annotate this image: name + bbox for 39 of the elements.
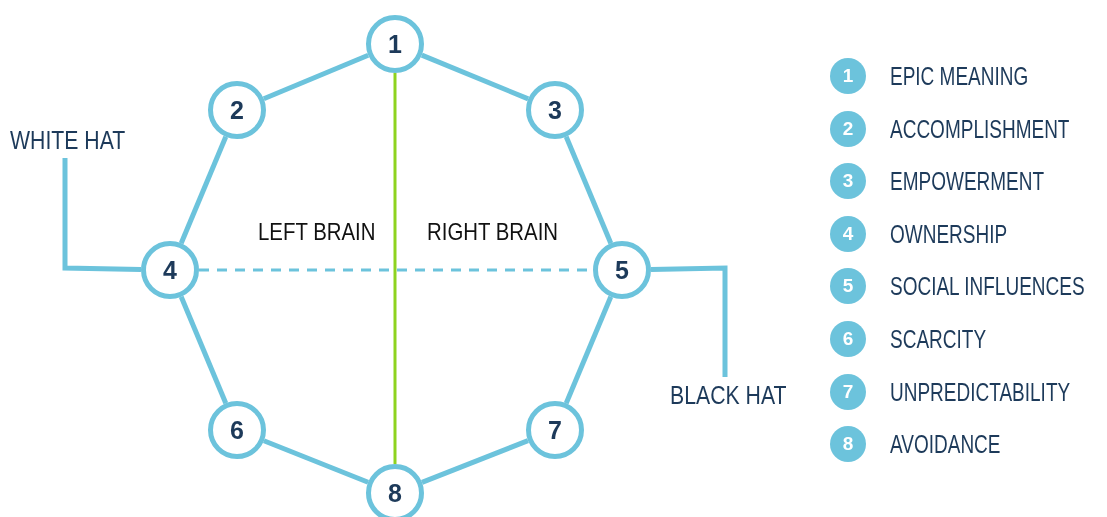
region-label: RIGHT BRAIN	[427, 217, 559, 247]
connector-line	[421, 438, 529, 485]
connector-line	[262, 52, 370, 102]
connector-line	[563, 135, 614, 245]
number-circle: 1	[366, 15, 424, 73]
number-circle: 8	[366, 464, 424, 517]
category-label: ACCOMPLISHMENT	[890, 113, 1070, 144]
hat-label: WHITE HAT	[10, 122, 126, 158]
category-label: EPIC MEANING	[890, 61, 1029, 91]
connector-line	[178, 135, 229, 245]
connector-line	[420, 52, 530, 102]
connector-line	[563, 295, 614, 405]
connector-line	[178, 295, 229, 405]
number-badge: 8	[830, 426, 866, 463]
number-circle: 4	[141, 241, 199, 299]
number-circle: 3	[526, 81, 584, 139]
category-label: EMPOWERMENT	[890, 166, 1045, 197]
number-circle: 5	[593, 241, 651, 299]
region-label: LEFT BRAIN	[258, 217, 376, 247]
number-badge: 3	[830, 163, 866, 200]
connector-line	[650, 265, 728, 377]
number-badge: 6	[830, 321, 866, 357]
category-label: OWNERSHIP	[890, 218, 1008, 249]
number-badge: 5	[830, 268, 866, 305]
number-badge: 2	[830, 110, 866, 147]
category-label: SCARCITY	[890, 324, 987, 354]
number-circle: 6	[208, 401, 266, 459]
connector-line	[262, 438, 370, 485]
number-circle: 7	[526, 401, 584, 459]
number-circle: 2	[208, 81, 266, 139]
number-badge: 4	[830, 215, 866, 252]
number-badge: 1	[830, 58, 866, 94]
category-label: AVOIDANCE	[890, 429, 1001, 460]
connector-line	[393, 73, 397, 464]
hat-label: BLACK HAT	[670, 377, 787, 413]
category-label: SOCIAL INFLUENCES	[890, 271, 1085, 302]
number-badge: 7	[830, 373, 866, 410]
category-label: UNPREDICTABILITY	[890, 376, 1071, 407]
connector-line	[62, 158, 142, 272]
